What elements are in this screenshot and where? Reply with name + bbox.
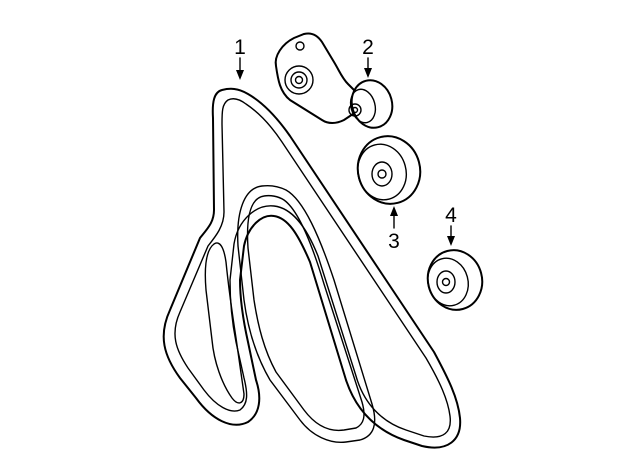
- belt-inner-loop-inner: [246, 194, 365, 432]
- arrow-head-2: [364, 68, 372, 78]
- tensioner-pulley-hub: [348, 103, 362, 117]
- callout-label-4: 4: [445, 204, 457, 227]
- callout-label-3: 3: [388, 230, 400, 253]
- callout-leaders: [236, 57, 455, 246]
- callout-label-1: 1: [234, 36, 246, 59]
- arrow-head-4: [447, 236, 455, 246]
- belt-tensioner: [274, 32, 394, 129]
- tensioner-mount-hole: [295, 41, 305, 51]
- idler-pulley-face: [357, 143, 407, 201]
- serpentine-belt: [162, 87, 462, 449]
- tensioner-pivot-outer: [284, 65, 314, 95]
- tensioner-pivot-inner: [290, 71, 308, 89]
- idler-pulley-large: [356, 135, 422, 205]
- tensioner-pulley-face: [349, 88, 377, 124]
- belt-left-loop: [204, 242, 245, 404]
- idler-pulley-small: [426, 249, 484, 311]
- arrow-head-3: [390, 206, 398, 216]
- idler-pulley-face: [427, 257, 469, 307]
- arrow-head-1: [236, 70, 244, 80]
- idler-pulley-bearing: [436, 270, 456, 294]
- callout-label-2: 2: [362, 36, 374, 59]
- tensioner-pivot-hole: [294, 75, 304, 85]
- belt-outer-edge: [162, 87, 462, 449]
- tensioner-pulley-bolt: [351, 106, 359, 114]
- idler-pulley-hole: [377, 169, 387, 179]
- belt-inner-loop-outer: [237, 184, 376, 443]
- idler-pulley-hole: [441, 277, 451, 287]
- idler-pulley-bearing: [371, 161, 393, 187]
